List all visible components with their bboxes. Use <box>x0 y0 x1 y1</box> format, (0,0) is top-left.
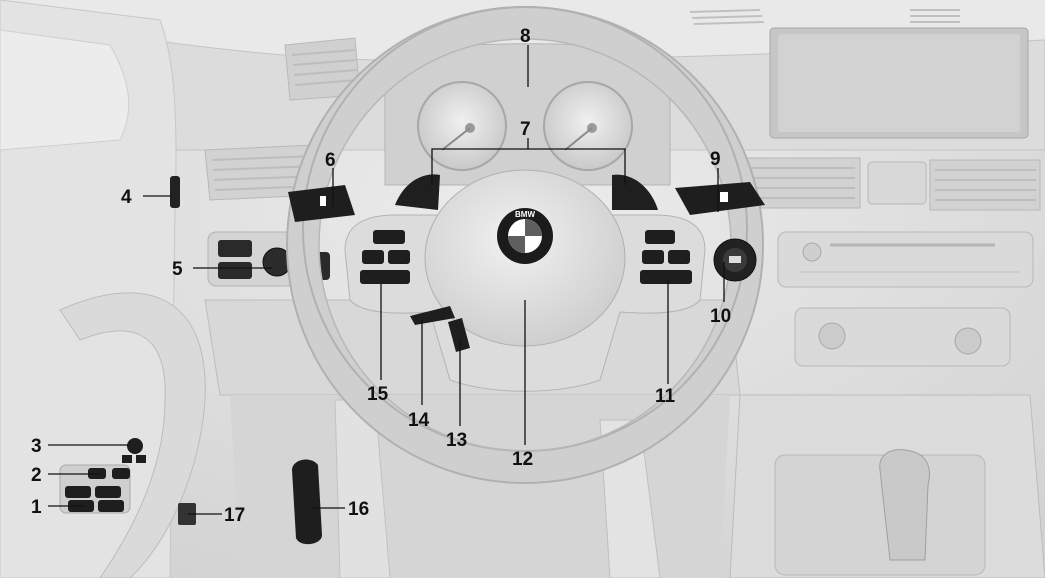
callout-11: 11 <box>655 386 676 407</box>
callout-9: 9 <box>710 149 721 170</box>
door-window-frame <box>0 29 130 151</box>
callout-7: 7 <box>520 119 531 140</box>
callout-numbers: 1 2 3 4 5 6 7 8 9 10 11 12 13 14 15 16 1… <box>31 26 731 526</box>
left-wheel-buttons <box>360 230 410 284</box>
callout-2: 2 <box>31 465 42 486</box>
climate-panel <box>794 307 1011 367</box>
hood-release-lever <box>292 459 322 545</box>
svg-text:BMW: BMW <box>515 210 535 219</box>
callout-15: 15 <box>367 384 389 405</box>
parking-brake-release <box>178 503 196 525</box>
top-defrost-vents <box>689 9 960 25</box>
shift-paddle-right <box>612 174 658 210</box>
callout-14: 14 <box>408 410 430 431</box>
steering-column-lever <box>410 306 455 325</box>
gear-selector <box>879 449 930 561</box>
callout-5: 5 <box>172 259 183 280</box>
callout-16: 16 <box>348 499 369 520</box>
leader-lines <box>48 45 725 515</box>
callout-8: 8 <box>520 26 531 47</box>
door-opener <box>170 176 180 208</box>
callout-12: 12 <box>512 449 533 470</box>
horn-pad-lever <box>448 318 470 352</box>
callout-17: 17 <box>224 505 245 526</box>
bmw-logo: BMW <box>497 208 553 264</box>
callout-6: 6 <box>325 150 336 171</box>
callout-13: 13 <box>446 430 467 451</box>
callout-4: 4 <box>121 187 132 208</box>
door-window-switches <box>59 438 146 514</box>
callout-3: 3 <box>31 436 42 457</box>
callout-1: 1 <box>31 497 42 518</box>
shift-paddle-left <box>395 174 440 210</box>
right-wheel-buttons <box>640 230 692 284</box>
speedometer <box>417 81 507 171</box>
door-handle <box>59 292 206 579</box>
callout-10: 10 <box>710 306 731 327</box>
hazard-button-cluster <box>867 161 927 205</box>
